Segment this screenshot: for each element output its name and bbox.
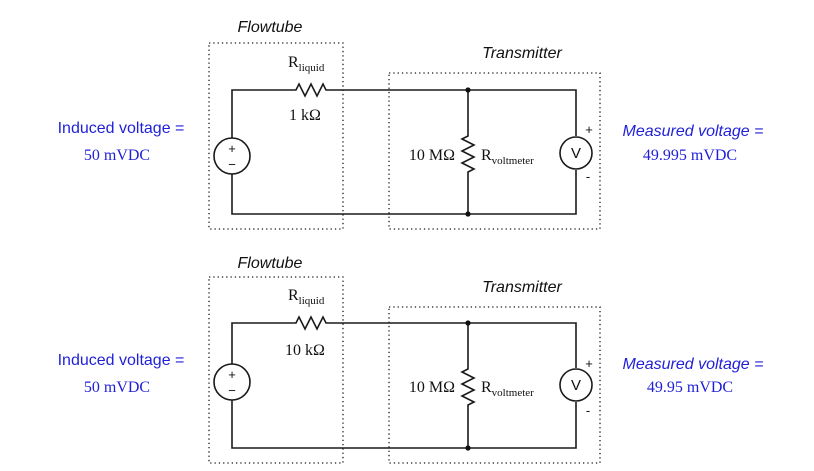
source-plus-2: + bbox=[228, 367, 236, 382]
junction-dot-1a bbox=[465, 87, 471, 93]
induced-voltage-value-2: 50 mVDC bbox=[84, 379, 150, 396]
r-meter-value-2: 10 MΩ bbox=[409, 379, 455, 396]
r-liquid-label-2: Rliquid bbox=[288, 287, 325, 307]
source-minus-2: − bbox=[228, 383, 236, 398]
meter-symbol-2: V bbox=[571, 377, 581, 394]
measured-voltage-value-2: 49.95 mVDC bbox=[647, 379, 733, 396]
top-wire-2 bbox=[231, 315, 577, 368]
voltage-source-icon-2: + − bbox=[213, 363, 251, 401]
r-meter-label-1: Rvoltmeter bbox=[481, 147, 534, 167]
measured-voltage-label-2: Measured voltage = bbox=[623, 356, 764, 373]
induced-voltage-label-2: Induced voltage = bbox=[58, 352, 185, 369]
meter-plus-2: + bbox=[585, 356, 593, 371]
meter-resistor-1 bbox=[460, 90, 476, 214]
transmitter-box-2 bbox=[388, 306, 601, 464]
flowtube-box-2 bbox=[208, 276, 344, 464]
flowtube-label-2: Flowtube bbox=[238, 255, 303, 272]
meter-minus-2: - bbox=[586, 403, 590, 418]
circuit-2: Flowtube Transmitter + − V + - Rliquid 1… bbox=[58, 255, 764, 464]
r-liquid-label-1: Rliquid bbox=[288, 54, 325, 74]
meter-plus-1: + bbox=[585, 122, 593, 137]
meter-resistor-2 bbox=[460, 323, 476, 448]
source-minus-1: − bbox=[228, 157, 236, 172]
voltmeter-icon-2: V bbox=[559, 368, 593, 402]
measured-voltage-value-1: 49.995 mVDC bbox=[643, 147, 737, 164]
voltage-source-icon-1: + − bbox=[213, 137, 251, 175]
r-liquid-value-1: 1 kΩ bbox=[289, 107, 321, 124]
induced-voltage-value-1: 50 mVDC bbox=[84, 147, 150, 164]
junction-dot-2b bbox=[465, 445, 471, 451]
measured-voltage-label-1: Measured voltage = bbox=[623, 123, 764, 140]
r-meter-label-2: Rvoltmeter bbox=[481, 379, 534, 399]
junction-dot-1b bbox=[465, 211, 471, 217]
transmitter-box-1 bbox=[388, 72, 601, 230]
transmitter-label-1: Transmitter bbox=[482, 45, 562, 62]
flowtube-box-1 bbox=[208, 42, 344, 230]
meter-symbol-1: V bbox=[571, 145, 581, 162]
r-liquid-value-2: 10 kΩ bbox=[285, 342, 325, 359]
induced-voltage-label-1: Induced voltage = bbox=[58, 120, 185, 137]
circuit-1: Flowtube Transmitter + − V + - Rliquid 1… bbox=[58, 19, 764, 230]
meter-minus-1: - bbox=[586, 169, 590, 184]
flowtube-label-1: Flowtube bbox=[238, 19, 303, 36]
voltmeter-icon-1: V bbox=[559, 136, 593, 170]
r-meter-value-1: 10 MΩ bbox=[409, 147, 455, 164]
bottom-wire-2 bbox=[231, 400, 577, 449]
bottom-wire-1 bbox=[231, 170, 577, 215]
top-wire-1 bbox=[231, 82, 577, 138]
transmitter-label-2: Transmitter bbox=[482, 279, 562, 296]
source-plus-1: + bbox=[228, 141, 236, 156]
junction-dot-2a bbox=[465, 320, 471, 326]
